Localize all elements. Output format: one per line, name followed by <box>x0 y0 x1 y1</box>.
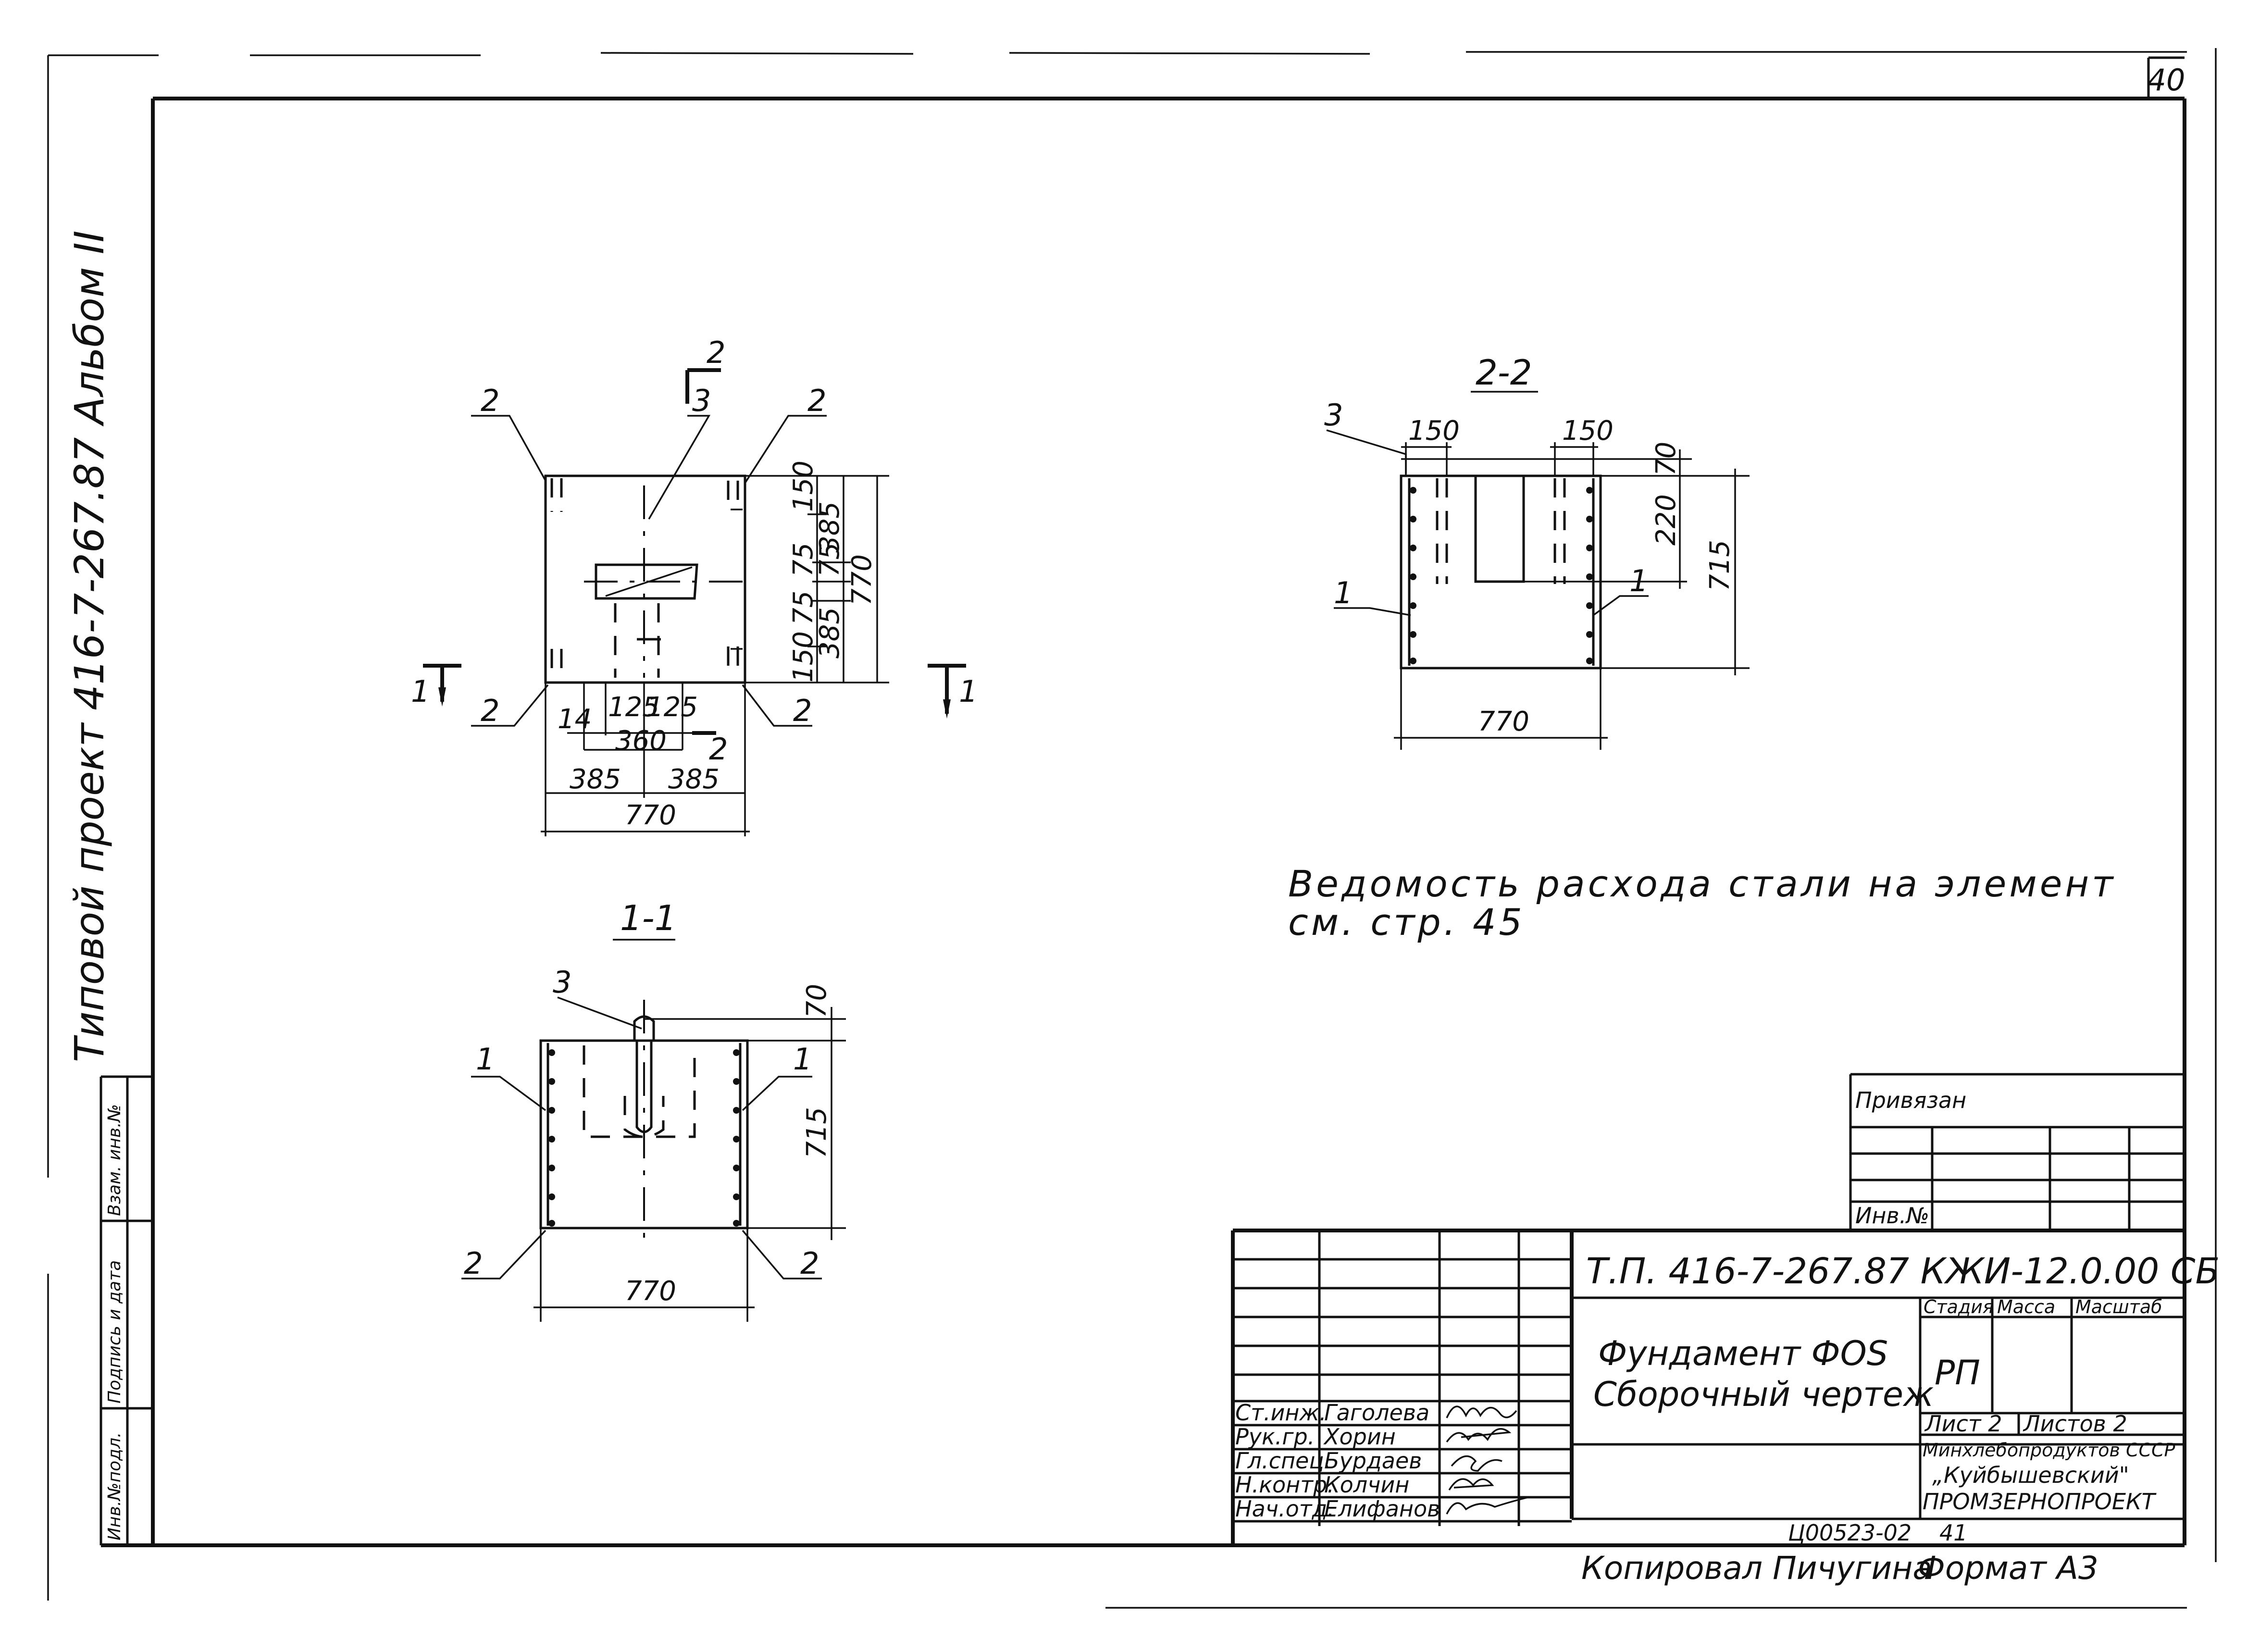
section-2-2-rebar-dots <box>1410 487 1593 664</box>
plan-dim-360: 360 <box>615 725 667 757</box>
name-1: Гаголева <box>1324 1400 1429 1426</box>
s11-dim-715: 715 <box>801 1107 832 1158</box>
s11-mark-1-right: 1 <box>793 1042 812 1077</box>
plan-dim-75a: 75 <box>788 543 819 577</box>
role-2: Рук.гр. <box>1235 1424 1315 1450</box>
s22-dim-770: 770 <box>1478 706 1529 737</box>
plan-dim-75b: 75 <box>814 543 845 577</box>
s22-dim-220: 220 <box>1651 494 1682 546</box>
document-code: Т.П. 416-7-267.87 КЖИ-12.0.00 СБ <box>1586 1251 2220 1292</box>
plan-dim-75c: 75 <box>788 591 819 625</box>
cut-2-bottom-label: 2 <box>709 732 728 767</box>
plan-view: 1 1 2 2 2 3 2 2 2 150 385 75 75 75 770 <box>411 335 978 836</box>
s22-mark-1-left: 1 <box>1334 575 1353 610</box>
section-1-1-label: 1-1 <box>620 898 677 938</box>
page-number: 40 <box>2148 62 2185 98</box>
steel-note-line-1: Ведомость расхода стали на элемент <box>1288 862 2116 905</box>
handwritten-signatures <box>1446 1405 1529 1515</box>
cut-2-top-label: 2 <box>707 335 725 370</box>
plan-dim-385-bottom: 385 <box>814 607 845 658</box>
s22-dim-150-left: 150 <box>1408 415 1460 447</box>
privyazan-block: Привязан Инв.№ <box>1849 1073 2185 1230</box>
plan-mark-2-tr: 2 <box>807 383 826 418</box>
privyazan-label: Привязан <box>1855 1087 1966 1113</box>
footer-sub: 41 <box>1939 1520 1968 1546</box>
plan-dim-14: 14 <box>558 704 592 735</box>
cut-1-right-label: 1 <box>959 674 978 709</box>
scale-header: Масштаб <box>2075 1296 2162 1317</box>
steel-note-line-2: см. стр. 45 <box>1288 901 1525 944</box>
org-line-1: Минхлебопродуктов СССР <box>1923 1440 2175 1461</box>
role-5: Нач.отд. <box>1235 1496 1334 1522</box>
plan-mark-2-bl: 2 <box>481 693 499 728</box>
role-4: Н.контр. <box>1235 1472 1334 1498</box>
section-2-2: 2-2 3 1 1 150 150 70 220 715 <box>1324 352 1750 750</box>
plan-dim-150-bottom: 150 <box>788 631 819 683</box>
org-line-2: „Куйбышевский" <box>1932 1462 2129 1488</box>
format-label: Формат А3 <box>1918 1550 2098 1587</box>
name-3: Бурдаев <box>1324 1448 1422 1474</box>
strip-label-signature: Подпись и дата <box>105 1260 124 1404</box>
plan-dim-150-top: 150 <box>788 460 819 512</box>
left-strip: Инв.№подл. Подпись и дата Взам. инв.№ <box>99 1075 153 1545</box>
org-line-3: ПРОМЗЕРНОПРОЕКТ <box>1923 1489 2157 1515</box>
plan-dim-125b: 125 <box>646 692 698 723</box>
footer-number: Ц00523-02 <box>1788 1520 1912 1546</box>
title-line-1: Фундамент ФОS <box>1598 1334 1888 1373</box>
sheets-count-label: Листов 2 <box>2023 1411 2127 1437</box>
s11-mark-2-left: 2 <box>464 1246 483 1281</box>
stage-value: РП <box>1935 1353 1980 1392</box>
plan-mark-2-tl: 2 <box>481 383 499 418</box>
strip-label-inv: Инв.№подл. <box>105 1432 124 1540</box>
section-2-2-label: 2-2 <box>1476 352 1532 393</box>
side-title: Типовой проект 416-7-267.87 Альбом II <box>66 230 113 1062</box>
s11-dim-770: 770 <box>625 1276 676 1307</box>
strip-label-replace: Взам. инв.№ <box>105 1104 124 1216</box>
section-1-1-rebar-dots <box>548 1049 740 1227</box>
mass-header: Масса <box>1997 1296 2055 1317</box>
s11-mark-1-left: 1 <box>476 1042 495 1077</box>
plan-dim-385-right: 385 <box>668 764 720 795</box>
sheet-number-label: Лист 2 <box>1924 1411 2002 1437</box>
s11-mark-2-right: 2 <box>800 1246 819 1281</box>
s22-dim-150-right: 150 <box>1562 415 1614 447</box>
role-1: Ст.инж. <box>1235 1400 1327 1426</box>
plan-mark-2-br: 2 <box>793 693 812 728</box>
plan-dim-770-right: 770 <box>846 554 878 606</box>
s11-dim-70: 70 <box>801 984 832 1018</box>
title-line-2: Сборочный чертеж <box>1593 1375 1934 1414</box>
section-1-1: 1-1 3 1 1 2 2 70 715 770 <box>461 898 846 1322</box>
s22-mark-3: 3 <box>1324 397 1343 433</box>
name-5: Елифанов <box>1324 1496 1440 1522</box>
s22-dim-715: 715 <box>1704 540 1736 591</box>
signatories: Ст.инж. Гаголева Рук.гр. Хорин Гл.спец. … <box>1235 1400 1440 1522</box>
cut-1-left-label: 1 <box>411 674 430 709</box>
plan-dim-125a: 125 <box>608 692 659 723</box>
role-3: Гл.спец. <box>1235 1448 1331 1474</box>
title-block: Т.П. 416-7-267.87 КЖИ-12.0.00 СБ Фундаме… <box>1231 1229 2220 1545</box>
name-2: Хорин <box>1323 1424 1396 1450</box>
plan-mark-3: 3 <box>692 383 711 418</box>
s11-mark-3: 3 <box>553 965 571 1000</box>
sheet-frame: 40 <box>47 48 2217 1609</box>
stage-header: Стадия <box>1924 1296 1994 1317</box>
plan-dim-770-bottom: 770 <box>625 800 676 831</box>
s22-dim-70: 70 <box>1651 442 1682 476</box>
inv-no-label: Инв.№ <box>1855 1203 1929 1229</box>
name-4: Колчин <box>1324 1472 1409 1498</box>
copied-by: Копировал Пичугина <box>1581 1550 1932 1587</box>
plan-dim-385-left: 385 <box>570 764 621 795</box>
plan-dim-385-top: 385 <box>814 501 845 553</box>
